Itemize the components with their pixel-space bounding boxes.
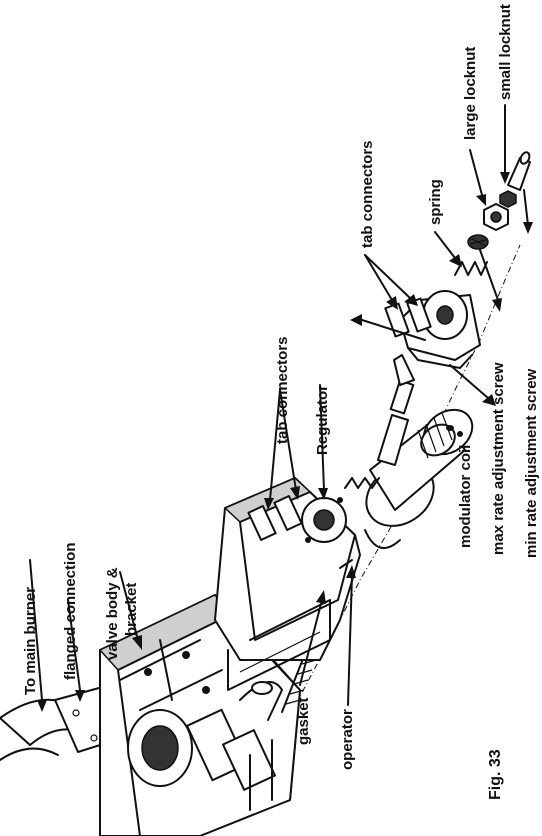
label-operator: operator bbox=[339, 709, 356, 770]
label-regulator: Regulator bbox=[314, 385, 331, 455]
label-tab-connectors-regulator: tab connectors bbox=[274, 336, 291, 444]
label-max-rate-screw: max rate adjustment screw bbox=[490, 362, 507, 555]
label-large-locknut: large locknut bbox=[462, 47, 479, 140]
figure-caption: Fig. 33 bbox=[487, 749, 504, 800]
label-flanged-connection: flanged connection bbox=[62, 542, 79, 680]
modulator-coil bbox=[384, 290, 481, 369]
min-rate-screw bbox=[507, 151, 531, 191]
max-rate-screw bbox=[467, 234, 489, 250]
plunger-pin bbox=[377, 354, 415, 466]
label-gasket: gasket bbox=[295, 697, 312, 745]
small-locknut bbox=[499, 190, 517, 208]
label-to-main-burner: To main burner bbox=[22, 587, 39, 695]
label-tab-connectors-coil: tab connectors bbox=[359, 140, 376, 248]
label-valve-body-line1: valve body & bbox=[104, 567, 121, 660]
operator-housing bbox=[214, 477, 361, 691]
gasket bbox=[339, 559, 353, 569]
label-spring: spring bbox=[427, 179, 444, 225]
large-locknut bbox=[483, 203, 509, 231]
operator-cylinder bbox=[364, 408, 474, 549]
leader-lines bbox=[29, 104, 533, 712]
plunger-spring bbox=[344, 477, 380, 489]
label-modulator-coil: modulator coil bbox=[457, 445, 474, 548]
label-min-rate-screw: min rate adjustment screw bbox=[523, 368, 540, 558]
label-valve-body-line2: bracket bbox=[123, 583, 140, 636]
label-small-locknut: small locknut bbox=[497, 4, 514, 100]
